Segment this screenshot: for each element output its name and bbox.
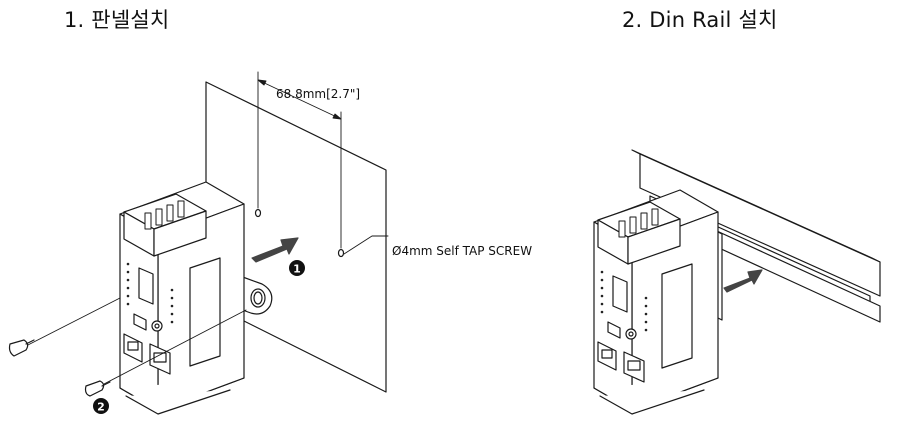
step-1-badge: 1 bbox=[289, 260, 305, 276]
rail-direction-arrow bbox=[723, 269, 763, 293]
controller-device-right bbox=[593, 189, 719, 415]
svg-text:2: 2 bbox=[97, 401, 105, 414]
mount-direction-arrow bbox=[251, 237, 299, 263]
panel-install-title: 1. 판넬설치 bbox=[64, 8, 170, 32]
screw-lower bbox=[84, 309, 247, 397]
hole-spacing-label: 68.8mm[2.7"] bbox=[276, 87, 360, 101]
screw-spec-leader bbox=[343, 235, 389, 255]
din-rail-install-title: 2. Din Rail 설치 bbox=[622, 8, 778, 32]
mounting-bracket bbox=[239, 275, 273, 315]
panel-hole-2 bbox=[337, 248, 345, 258]
panel-hole-1 bbox=[254, 208, 262, 218]
screw-spec-label: Ø4mm Self TAP SCREW bbox=[392, 244, 532, 258]
dimension-line bbox=[257, 71, 342, 249]
screw-upper bbox=[8, 297, 121, 357]
step-2-badge: 2 bbox=[93, 398, 109, 414]
controller-device-left bbox=[119, 181, 245, 415]
svg-text:1: 1 bbox=[293, 263, 301, 276]
